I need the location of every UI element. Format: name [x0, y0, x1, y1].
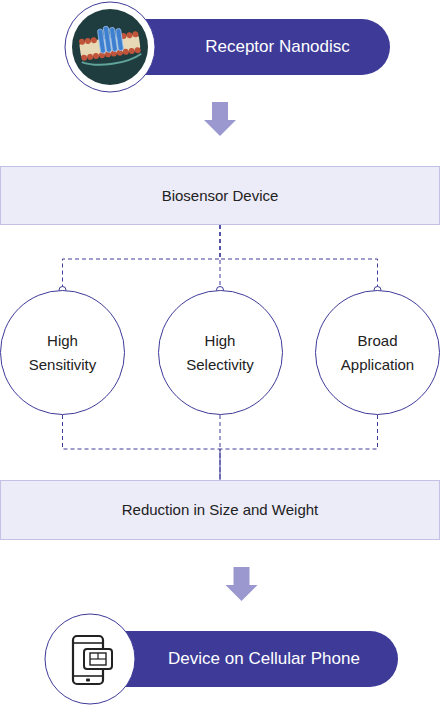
- icon-ring: [45, 614, 135, 704]
- edge-group: [220, 415, 378, 480]
- feature-circle: High Selectivity: [158, 290, 283, 415]
- icon-background: [72, 9, 148, 85]
- band-box: Biosensor Device: [0, 166, 440, 225]
- circle-outline: [315, 290, 440, 415]
- pill-label: Device on Cellular Phone: [85, 631, 398, 687]
- membrane: [77, 22, 142, 68]
- node-label: Reduction in Size and Weight: [122, 498, 319, 521]
- lipid-core: [79, 34, 141, 58]
- icon-ring: [65, 2, 155, 92]
- dashed-connector: [63, 415, 221, 480]
- lipid-heads: [79, 31, 141, 61]
- sensor-chip: [84, 649, 112, 669]
- node-label: High Selectivity: [174, 329, 266, 376]
- phone-icon: [45, 614, 135, 704]
- nanodisc-icon: [65, 2, 155, 92]
- phone-body: [73, 636, 103, 684]
- dashed-connector: [220, 225, 378, 290]
- band-box: Reduction in Size and Weight: [0, 480, 440, 540]
- feature-circle: Broad Application: [315, 290, 440, 415]
- dashed-connector: [63, 225, 221, 290]
- edge-group: [59, 225, 220, 294]
- edge-group: [226, 567, 258, 601]
- edge-group: [63, 415, 221, 480]
- node-label: High Sensitivity: [17, 329, 109, 376]
- scaffold-belt: [82, 54, 142, 68]
- feature-circle: High Sensitivity: [0, 290, 125, 415]
- dashed-connector: [220, 415, 378, 480]
- pill-label: Receptor Nanodisc: [105, 19, 390, 75]
- block-arrow: [204, 102, 236, 136]
- node-label: Biosensor Device: [162, 184, 279, 207]
- node-label: Broad Application: [332, 329, 424, 376]
- block-arrow: [226, 567, 258, 601]
- circle-outline: [0, 290, 125, 415]
- node-label: Receptor Nanodisc: [205, 34, 350, 60]
- node-label: Device on Cellular Phone: [168, 646, 360, 672]
- receptor-protein: [97, 24, 123, 53]
- edge-group: [204, 102, 236, 136]
- edge-group: [220, 225, 381, 294]
- circle-outline: [158, 290, 283, 415]
